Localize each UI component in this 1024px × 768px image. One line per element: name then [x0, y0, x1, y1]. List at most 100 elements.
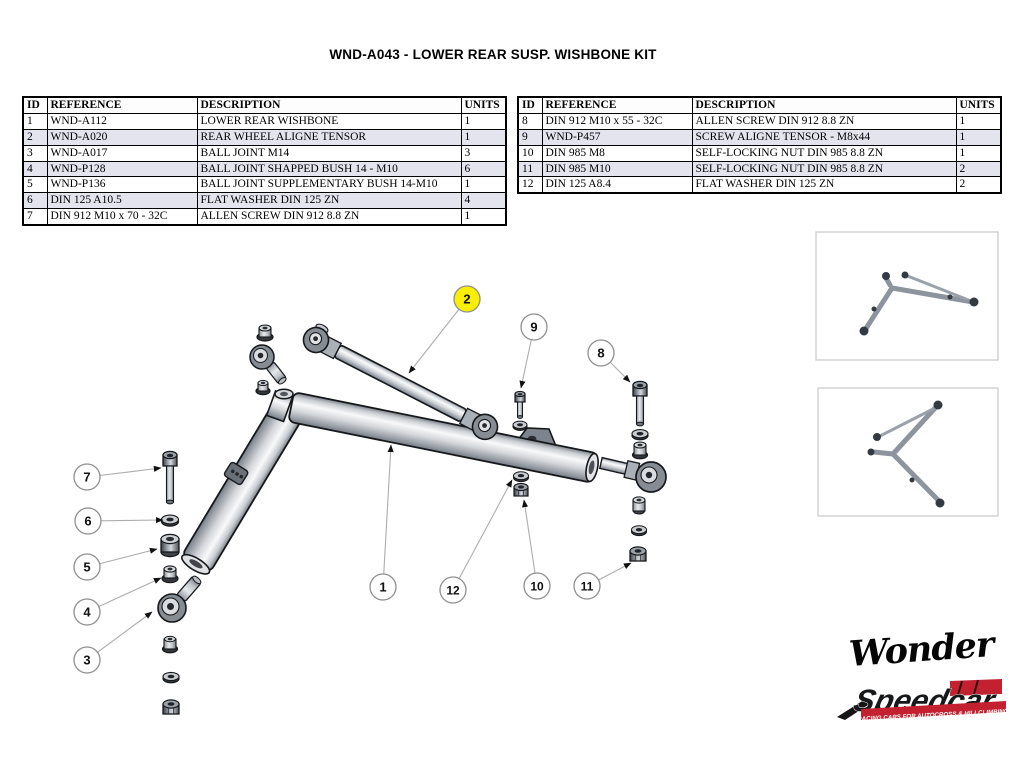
cell-units: 2	[955, 160, 1002, 178]
thumbnail-view-2	[817, 387, 999, 517]
cell-description: BALL JOINT M14	[196, 144, 462, 162]
part7-allen-screw	[162, 450, 178, 505]
cell-description: BALL JOINT SHAPPED BUSH 14 - M10	[196, 160, 462, 178]
cell-units: 6	[460, 160, 507, 178]
callout-1: 1	[369, 573, 397, 601]
callout-5: 5	[73, 553, 101, 581]
col-header-description: DESCRIPTION	[691, 96, 957, 114]
cell-id: 4	[22, 160, 48, 178]
lower-bush	[161, 635, 179, 654]
lower-washer	[162, 671, 180, 684]
right-lower-washer	[630, 525, 648, 537]
cell-id: 9	[517, 128, 543, 146]
wishbone-junction-stub	[265, 388, 294, 423]
cell-reference: WND-P457	[541, 128, 693, 146]
col-header-id: ID	[22, 96, 48, 114]
leader-line-2	[408, 298, 468, 374]
speedcar-swoosh	[837, 698, 871, 720]
cell-reference: DIN 912 M10 x 70 - 32C	[46, 208, 198, 226]
speedcar-logo: Speedcar RACING CARS FOR AUTOCROSS & HIL…	[837, 679, 1009, 723]
col-header-id: ID	[517, 96, 543, 114]
right-upper-washer	[631, 429, 649, 441]
part3-ball-joint	[157, 575, 202, 623]
page-title: WND-A043 - LOWER REAR SUSP. WISHBONE KIT	[329, 47, 657, 62]
right-upper-bush	[631, 441, 649, 460]
tensor-rod	[302, 323, 499, 441]
table-header-row: ID REFERENCE DESCRIPTION UNITS	[517, 96, 1002, 114]
svg-text:10: 10	[530, 580, 544, 594]
top-bush-lower	[255, 379, 271, 396]
part10-self-locking-nut	[513, 482, 529, 497]
part11-self-locking-nut	[629, 546, 647, 562]
part9-screw	[514, 390, 526, 419]
speedcar-banner	[861, 701, 1006, 720]
svg-text:12: 12	[446, 584, 460, 598]
cell-description: ALLEN SCREW DIN 912 8.8 ZN	[196, 208, 462, 226]
top-ball-joint	[249, 344, 287, 385]
leader-line-10	[522, 499, 538, 587]
part4-shaped-bush	[161, 565, 179, 584]
leader-line-12	[452, 479, 513, 591]
cell-reference: DIN 125 A10.5	[46, 192, 198, 210]
cell-reference: WND-A020	[46, 128, 198, 146]
callout-9: 9	[520, 313, 548, 341]
left-arm-tab	[223, 461, 249, 486]
svg-text:3: 3	[83, 653, 90, 668]
parts-table-left: ID REFERENCE DESCRIPTION UNITS 1 WND-A112…	[22, 96, 507, 227]
callout-10: 10	[523, 572, 551, 600]
wonder-logo-text: Wonder	[848, 624, 998, 675]
callout-7: 7	[73, 463, 101, 491]
part6-flat-washer	[160, 514, 180, 527]
cell-description: SCREW ALIGNE TENSOR - M8x44	[691, 128, 957, 146]
cell-description: FLAT WASHER DIN 125 ZN	[691, 176, 957, 194]
cell-reference: WND-A112	[46, 112, 198, 130]
cell-units: 4	[460, 192, 507, 210]
table-header-row: ID REFERENCE DESCRIPTION UNITS	[22, 96, 507, 114]
part12-flat-washer	[512, 471, 530, 483]
cell-description: ALLEN SCREW DIN 912 8.8 ZN	[691, 112, 957, 130]
svg-text:8: 8	[597, 346, 604, 361]
cell-units: 1	[460, 128, 507, 146]
cell-description: SELF-LOCKING NUT DIN 985 8.8 ZN	[691, 160, 957, 178]
center-upper-washer	[512, 420, 528, 431]
svg-text:2: 2	[463, 292, 470, 307]
callout-2-highlighted: 2	[453, 285, 481, 313]
callout-12: 12	[439, 576, 467, 604]
leader-line-1	[382, 444, 394, 588]
right-ball-joint	[598, 456, 667, 493]
thumbnail-view-1	[815, 231, 999, 361]
svg-text:5: 5	[83, 560, 90, 575]
top-bush-upper	[256, 324, 274, 342]
callout-3: 3	[73, 646, 101, 674]
callout-6: 6	[74, 507, 102, 535]
lower-nut	[162, 699, 180, 715]
part8-allen-screw	[632, 380, 648, 427]
callout-4: 4	[73, 598, 101, 626]
col-header-description: DESCRIPTION	[196, 96, 462, 114]
svg-text:4: 4	[83, 605, 91, 620]
svg-text:6: 6	[84, 514, 91, 529]
callout-circle-highlight	[453, 285, 481, 313]
col-header-units: UNITS	[460, 96, 507, 114]
svg-text:1: 1	[379, 580, 386, 595]
svg-text:9: 9	[530, 320, 537, 335]
callout-8: 8	[587, 339, 615, 367]
cell-units: 2	[955, 176, 1002, 194]
col-header-units: UNITS	[955, 96, 1002, 114]
part5-supplementary-bush	[160, 533, 180, 558]
cell-reference: DIN 125 A8.4	[541, 176, 693, 194]
wishbone-main-tube	[288, 392, 599, 483]
cell-reference: WND-A017	[46, 144, 198, 162]
cell-units: 1	[955, 128, 1002, 146]
